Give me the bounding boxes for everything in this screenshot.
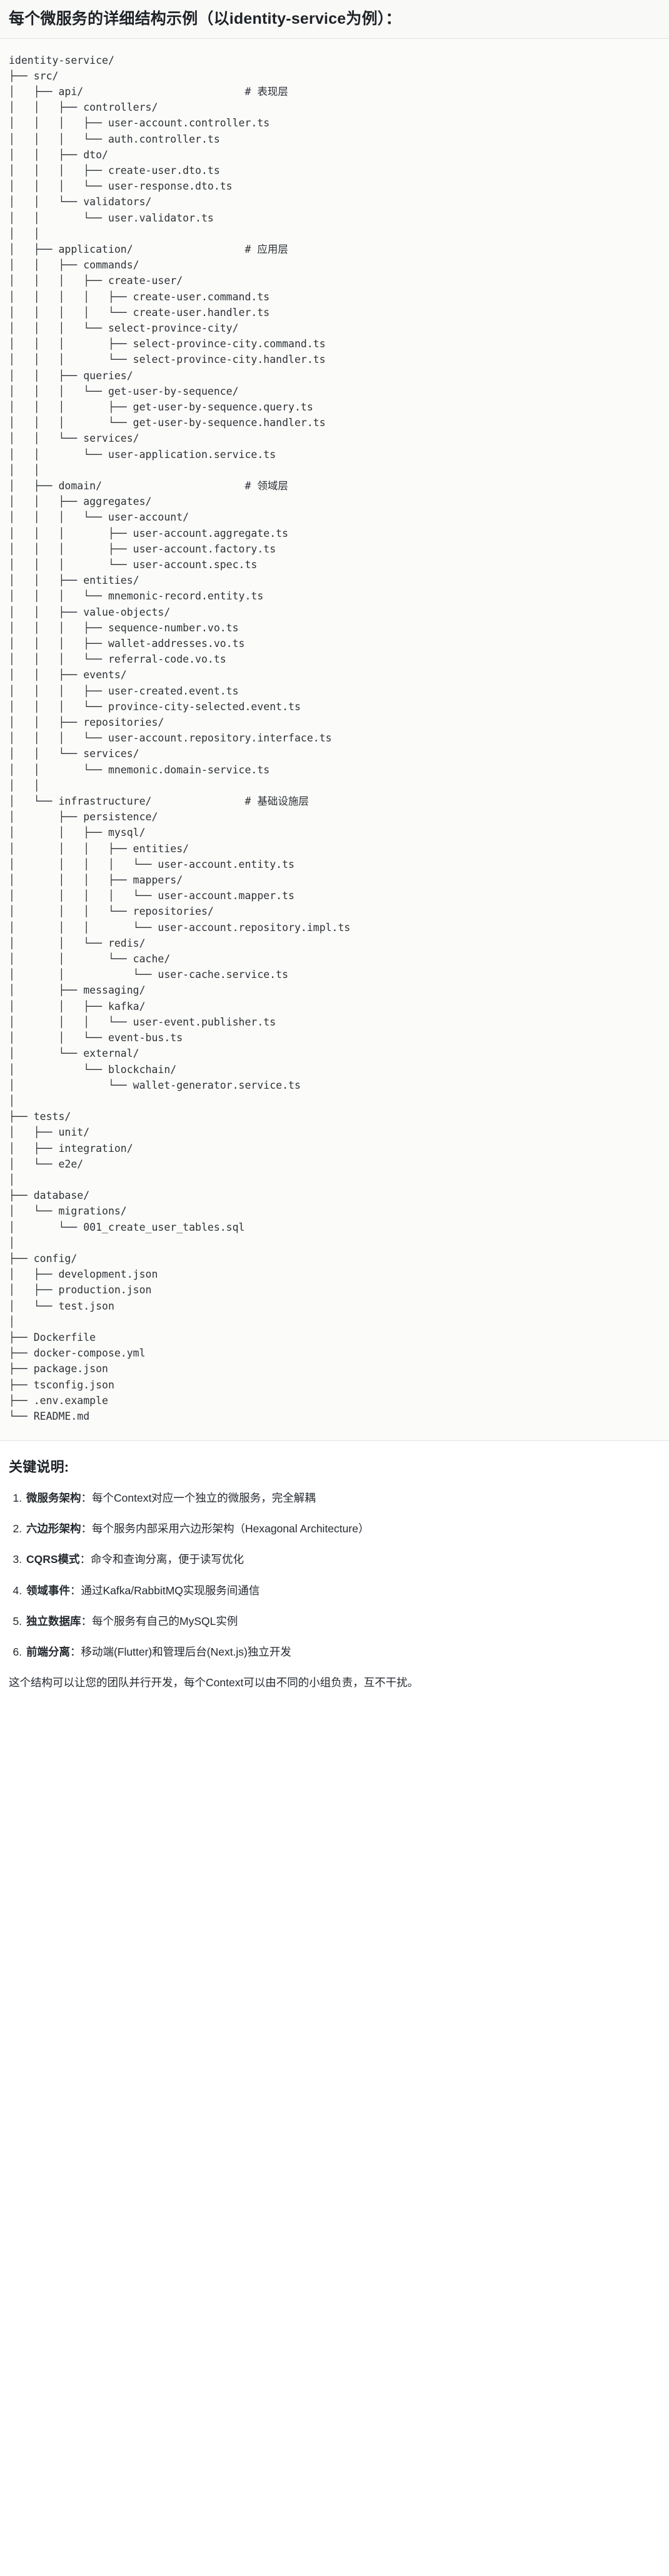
key-note-term: 前端分离 xyxy=(26,1645,70,1658)
document-page: 每个微服务的详细结构示例（以identity-service为例）： ident… xyxy=(0,0,669,1709)
directory-tree: identity-service/ ├── src/ │ ├── api/ # … xyxy=(9,54,351,1422)
key-note-item: 六边形架构：每个服务内部采用六边形架构（Hexagonal Architectu… xyxy=(25,1520,660,1537)
key-note-desc: ：移动端(Flutter)和管理后台(Next.js)独立开发 xyxy=(70,1645,291,1658)
directory-tree-block: identity-service/ ├── src/ │ ├── api/ # … xyxy=(0,38,669,1441)
key-note-desc: ：命令和查询分离，便于读写优化 xyxy=(79,1553,244,1566)
key-note-item: 微服务架构：每个Context对应一个独立的微服务，完全解耦 xyxy=(25,1490,660,1507)
key-note-item: 独立数据库：每个服务有自己的MySQL实例 xyxy=(25,1613,660,1630)
key-notes-list: 微服务架构：每个Context对应一个独立的微服务，完全解耦六边形架构：每个服务… xyxy=(9,1490,660,1661)
key-note-term: 六边形架构 xyxy=(26,1522,81,1535)
key-note-term: 独立数据库 xyxy=(26,1614,81,1627)
key-notes-title: 关键说明: xyxy=(9,1459,69,1475)
key-note-term: 微服务架构 xyxy=(26,1492,81,1505)
key-note-desc: ：每个服务内部采用六边形架构（Hexagonal Architecture） xyxy=(81,1522,370,1535)
key-notes-section: 关键说明: 微服务架构：每个Context对应一个独立的微服务，完全解耦六边形架… xyxy=(0,1441,669,1709)
key-note-desc: ：通过Kafka/RabbitMQ实现服务间通信 xyxy=(70,1584,260,1597)
key-note-desc: ：每个服务有自己的MySQL实例 xyxy=(81,1614,238,1627)
key-note-item: CQRS模式：命令和查询分离，便于读写优化 xyxy=(25,1551,660,1568)
key-note-term: CQRS模式 xyxy=(26,1553,80,1566)
closing-paragraph: 这个结构可以让您的团队并行开发，每个Context可以由不同的小组负责，互不干扰… xyxy=(9,1676,419,1689)
key-note-item: 前端分离：移动端(Flutter)和管理后台(Next.js)独立开发 xyxy=(25,1644,660,1661)
page-title: 每个微服务的详细结构示例（以identity-service为例）： xyxy=(0,0,669,38)
key-note-desc: ：每个Context对应一个独立的微服务，完全解耦 xyxy=(81,1492,316,1505)
key-note-item: 领域事件：通过Kafka/RabbitMQ实现服务间通信 xyxy=(25,1582,660,1599)
heading-divider xyxy=(0,38,669,39)
tree-divider xyxy=(0,1440,669,1442)
key-note-term: 领域事件 xyxy=(26,1584,70,1597)
